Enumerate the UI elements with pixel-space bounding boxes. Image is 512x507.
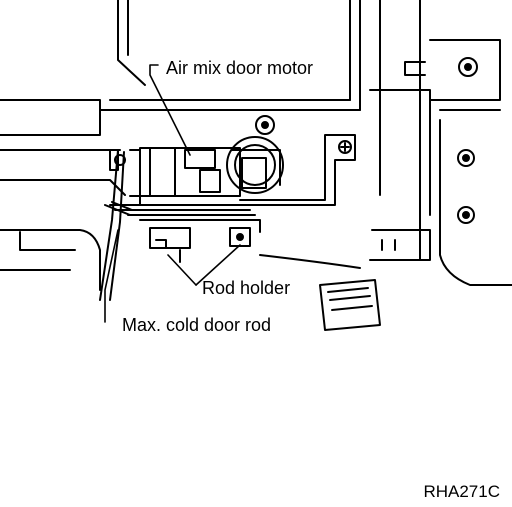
air-mix-door-motor — [109, 136, 284, 206]
leader-rod-holder-2 — [195, 244, 241, 286]
figure-id: RHA271C — [423, 482, 500, 501]
motor-mount-bracket — [109, 134, 356, 216]
dashboard-structure — [0, 0, 361, 291]
label-air-mix-door-motor: Air mix door motor — [166, 58, 313, 78]
leader-lines — [104, 64, 241, 323]
label-max-cold-door-rod: Max. cold door rod — [122, 315, 271, 335]
right-bracket-panel — [255, 0, 512, 286]
leader-rod-holder-1 — [167, 254, 197, 286]
leader-max-cold — [104, 229, 119, 323]
label-rod-holder: Rod holder — [202, 278, 290, 298]
max-cold-door-rod — [99, 149, 133, 301]
lower-pad — [259, 254, 381, 331]
rod-holder — [139, 219, 261, 263]
leader-air-mix — [149, 64, 191, 156]
